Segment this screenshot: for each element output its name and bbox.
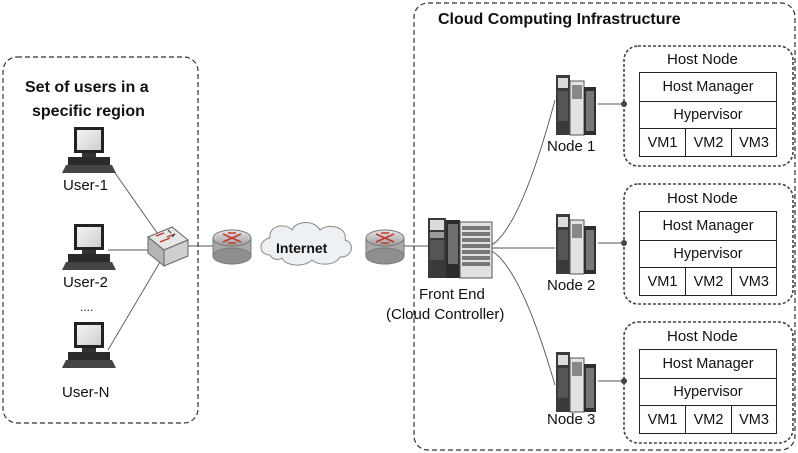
internet-label: Internet xyxy=(276,240,328,256)
users-ellipsis: .... xyxy=(80,300,94,314)
host-manager-3: Host Manager xyxy=(639,349,777,379)
front-end-server-icon xyxy=(428,218,493,279)
user-label-n: User-N xyxy=(62,384,110,401)
router-icon-right xyxy=(365,229,405,265)
hypervisor-1: Hypervisor xyxy=(639,101,777,129)
host-manager-2: Host Manager xyxy=(639,211,777,241)
connection-dots xyxy=(621,101,627,384)
switch-icon xyxy=(147,226,189,268)
vm1-node-1: VM1 xyxy=(639,128,686,157)
front-end-subtitle: (Cloud Controller) xyxy=(386,306,505,323)
host-node-title-2: Host Node xyxy=(667,190,738,207)
workstation-icon-2 xyxy=(62,224,116,270)
vm1-node-3: VM1 xyxy=(639,405,686,434)
node-label-2: Node 2 xyxy=(547,277,596,294)
host-node-title-1: Host Node xyxy=(667,51,738,68)
hypervisor-2: Hypervisor xyxy=(639,240,777,268)
workstation-icon-3 xyxy=(62,322,116,368)
vm2-node-2: VM2 xyxy=(685,267,732,296)
users-region-title-line1: Set of users in a xyxy=(25,79,149,96)
node-label-1: Node 1 xyxy=(547,138,596,155)
user-label-2: User-2 xyxy=(63,274,109,291)
vm3-node-2: VM3 xyxy=(731,267,777,296)
hypervisor-3: Hypervisor xyxy=(639,378,777,406)
node-server-icon-3 xyxy=(556,352,596,413)
vm3-node-1: VM3 xyxy=(731,128,777,157)
connections xyxy=(107,99,624,386)
cloud-region-box xyxy=(413,2,796,451)
router-icon-left xyxy=(212,229,252,265)
host-manager-1: Host Manager xyxy=(639,72,777,102)
front-end-label: Front End xyxy=(419,286,485,303)
vm3-node-3: VM3 xyxy=(731,405,777,434)
user-label-1: User-1 xyxy=(63,177,109,194)
users-region-box xyxy=(2,56,199,424)
node-server-icon-2 xyxy=(556,214,596,275)
vm2-node-3: VM2 xyxy=(685,405,732,434)
cloud-region-title: Cloud Computing Infrastructure xyxy=(438,11,681,28)
host-node-title-3: Host Node xyxy=(667,328,738,345)
node-label-3: Node 3 xyxy=(547,411,596,428)
vm1-node-2: VM1 xyxy=(639,267,686,296)
workstation-icon-1 xyxy=(62,127,116,173)
users-region-title-line2: specific region xyxy=(32,103,145,120)
node-server-icon-1 xyxy=(556,75,596,136)
internet-cloud-icon xyxy=(260,222,352,266)
vm2-node-1: VM2 xyxy=(685,128,732,157)
